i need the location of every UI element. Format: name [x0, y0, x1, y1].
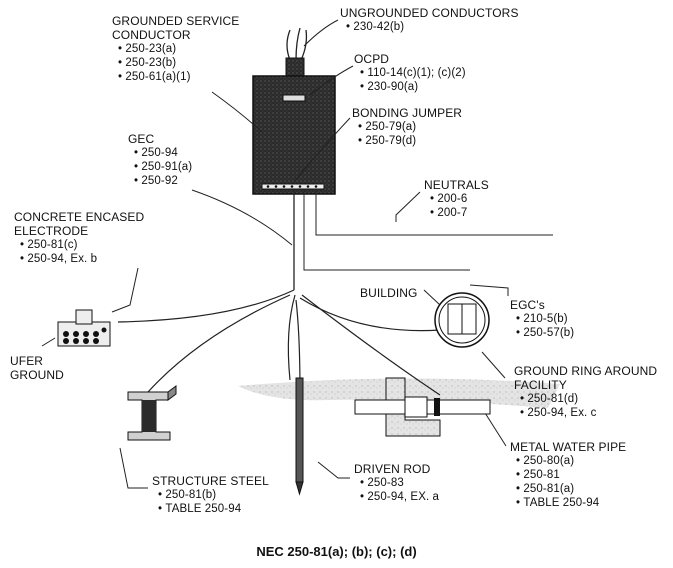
- bonding-jumper-label: BONDING JUMPER 250-79(a) 250-79(d): [352, 106, 462, 148]
- gec-label: GEC 250-94 250-91(a) 250-92: [128, 132, 192, 188]
- service-entrance-hub: [285, 57, 305, 79]
- concrete-encased-electrode: [57, 309, 111, 347]
- driven-rod-label: DRIVEN ROD 250-83 250-94, EX. a: [354, 462, 439, 504]
- ocpd-label: OCPD 110-14(c)(1); (c)(2) 230-90(a): [354, 52, 466, 94]
- leader-lines: [41, 19, 509, 489]
- ground-ring-label: GROUND RING AROUND FACILITY 250-81(d) 25…: [514, 364, 657, 420]
- ungrounded-conductors-label: UNGROUNDED CONDUCTORS 230-42(b): [340, 6, 519, 34]
- structure-steel: [127, 385, 177, 441]
- service-panel: [252, 75, 336, 195]
- ocpd-breaker: [282, 94, 306, 102]
- building-ring: [434, 292, 490, 348]
- metal-water-pipe: [354, 377, 491, 437]
- concrete-encased-electrode-label: CONCRETE ENCASED ELECTRODE 250-81(c) 250…: [14, 210, 144, 266]
- structure-steel-label: STRUCTURE STEEL 250-81(b) TABLE 250-94: [152, 474, 269, 516]
- neutrals-label: NEUTRALS 200-6 200-7: [424, 178, 489, 220]
- ufer-ground-label: UFER GROUND: [10, 354, 64, 382]
- ungrounded-conductor-wires: [286, 27, 308, 61]
- figure-caption: NEC 250-81(a); (b); (c); (d): [256, 544, 417, 559]
- building-label: BUILDING: [360, 286, 418, 300]
- driven-rod: [295, 377, 304, 496]
- egcs-label: EGC's 210-5(b) 250-57(b): [510, 298, 574, 340]
- metal-water-pipe-label: METAL WATER PIPE 250-80(a) 250-81 250-81…: [510, 440, 626, 510]
- grounded-service-conductor-label: GROUNDED SERVICE CONDUCTOR 250-23(a) 250…: [112, 14, 239, 84]
- electrode-conductors: [117, 289, 441, 396]
- service-conductors-right: [303, 190, 553, 271]
